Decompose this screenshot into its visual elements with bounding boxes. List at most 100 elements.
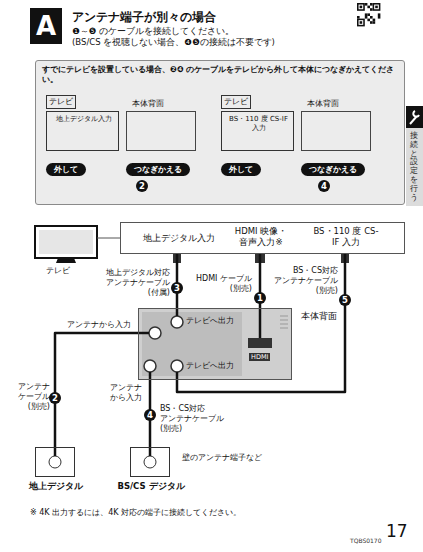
node-text: BS・110 度 CS-IF 入力 bbox=[311, 226, 381, 248]
art-rect bbox=[374, 5, 379, 10]
art-rect bbox=[378, 13, 381, 16]
label-text: 壁のアンテナ端子など bbox=[182, 453, 262, 463]
label-text: ※ 4K 出力するには、4K 対応の端子に接続してください。 bbox=[30, 508, 241, 518]
art-rect bbox=[375, 6, 378, 9]
node-text: 地上デジタル bbox=[11, 481, 101, 493]
label-text: アンテナから入力 bbox=[67, 320, 131, 330]
label-text: BS・CS対応 アンテナケーブル (別売) bbox=[160, 404, 230, 434]
node-text: 本体背面 bbox=[132, 99, 164, 109]
step-tag: 外して bbox=[46, 163, 86, 176]
terminal-antenna-in bbox=[149, 327, 161, 339]
wrench-block bbox=[406, 106, 423, 128]
cable-stub bbox=[176, 372, 179, 380]
label-text: HDMI ケーブル (別売) bbox=[188, 274, 252, 294]
art-rect bbox=[367, 13, 370, 16]
art-rect bbox=[367, 6, 370, 9]
tv-illustration bbox=[35, 226, 97, 258]
cable-stub bbox=[149, 372, 152, 380]
tv-input-panel: BS・110 度 CS-IF 入力 bbox=[221, 111, 294, 151]
art-line bbox=[280, 324, 288, 325]
art-rect bbox=[373, 3, 381, 11]
callout-number: 5 bbox=[339, 294, 351, 306]
art-rect bbox=[357, 3, 365, 11]
label-text: 地上デジタル対応 アンテナケーブル (付属) bbox=[98, 268, 170, 298]
art-rect bbox=[373, 19, 376, 22]
unit-panel bbox=[142, 312, 242, 376]
tv-screen bbox=[39, 230, 93, 254]
node-text: HDMI bbox=[249, 353, 270, 361]
node-text: すでにテレビを設置している場合、❷❹ のケーブルをテレビから外して本体につなぎか… bbox=[42, 65, 398, 85]
node-text: A bbox=[36, 11, 56, 41]
label-text: 17 bbox=[386, 522, 408, 540]
node-text: 本体背面 bbox=[307, 99, 339, 109]
label-text: TQBS0170 bbox=[350, 537, 381, 544]
terminal-tv-out bbox=[171, 316, 183, 328]
callout-number: 2 bbox=[136, 180, 148, 192]
tv-box: テレビ bbox=[221, 95, 251, 109]
node-text: 地上デジタル入力 bbox=[143, 233, 213, 244]
callout-number: 3 bbox=[171, 282, 183, 294]
node-text: テレビ bbox=[224, 97, 248, 107]
label-text: (BS/CS を視聴しない場合、❹❺の接続は不要です) bbox=[72, 37, 275, 48]
wall-plate bbox=[130, 447, 170, 477]
qr-code bbox=[357, 3, 380, 26]
cable-stub bbox=[176, 308, 179, 316]
art-rect bbox=[359, 20, 364, 25]
label-text: テレビへ出力 bbox=[186, 361, 234, 371]
callout-number: 1 bbox=[254, 292, 266, 304]
node-text: つなぎかえる bbox=[134, 164, 182, 175]
hdmi-port bbox=[248, 338, 272, 348]
callout-number: 4 bbox=[318, 180, 330, 192]
wall-plate: 地上デジタル bbox=[35, 447, 75, 477]
art-rect bbox=[367, 19, 370, 22]
cable-stub bbox=[149, 447, 152, 456]
instruction-panel: すでにテレビを設置している場合、❷❹ のケーブルをテレビから外して本体につなぎか… bbox=[35, 60, 405, 205]
node-text: BS/CS デジタル bbox=[106, 481, 196, 493]
cable-connector bbox=[177, 254, 345, 392]
node-text: テレビ bbox=[49, 97, 73, 107]
label-text: アンテナ ケーブル (別売) bbox=[8, 382, 50, 412]
art-rect bbox=[370, 8, 373, 11]
art-line bbox=[280, 328, 288, 329]
diagram-title: アンテナ端子が別々の場合 bbox=[72, 10, 216, 25]
art-rect bbox=[360, 21, 363, 24]
step-tag: 外して bbox=[221, 163, 261, 176]
node-text: 本体背面 bbox=[301, 311, 337, 323]
art-rect bbox=[359, 5, 364, 10]
node-text: BS・110 度 CS-IF 入力 bbox=[224, 115, 293, 133]
vents bbox=[280, 316, 288, 328]
panel-fill bbox=[120, 222, 405, 254]
node-text: つなぎかえる bbox=[309, 164, 357, 175]
art-rect bbox=[365, 16, 368, 19]
art-rect bbox=[370, 3, 373, 6]
node-text: HDMI 映像・音声入力※ bbox=[221, 226, 301, 248]
node-text: 外して bbox=[229, 164, 253, 175]
art-rect bbox=[357, 19, 365, 27]
art-rect bbox=[370, 16, 373, 19]
art-line bbox=[280, 316, 288, 317]
callout-number: 4 bbox=[144, 409, 156, 421]
art-rect bbox=[357, 16, 360, 19]
node-text: 外して bbox=[54, 164, 78, 175]
terminal-tv-out bbox=[171, 360, 183, 372]
callout-number: 2 bbox=[49, 392, 61, 404]
label-text: テレビへ出力 bbox=[186, 316, 234, 326]
art-rect bbox=[378, 16, 381, 19]
unit-rear: 本体背面 bbox=[126, 111, 196, 151]
unit-rear: 本体背面 bbox=[301, 111, 371, 151]
cable-stub bbox=[259, 308, 262, 338]
tv-input-panel: 地上デジタル入力 HDMI 映像・音声入力※ BS・110 度 CS-IF 入力 bbox=[120, 222, 405, 254]
wrench-icon bbox=[410, 111, 419, 124]
cable-connector bbox=[176, 254, 179, 308]
label-text: ❶～❺ のケーブルを接続してください。 bbox=[72, 26, 234, 37]
wall-socket bbox=[144, 456, 156, 468]
art-rect bbox=[370, 21, 373, 24]
wall-plate bbox=[35, 447, 75, 477]
wall-socket bbox=[49, 456, 61, 468]
art-rect bbox=[365, 3, 368, 6]
label-text: テレビ bbox=[46, 266, 70, 276]
step-tag: つなぎかえる bbox=[301, 163, 365, 176]
side-tab bbox=[406, 106, 423, 206]
art-line bbox=[280, 320, 288, 321]
